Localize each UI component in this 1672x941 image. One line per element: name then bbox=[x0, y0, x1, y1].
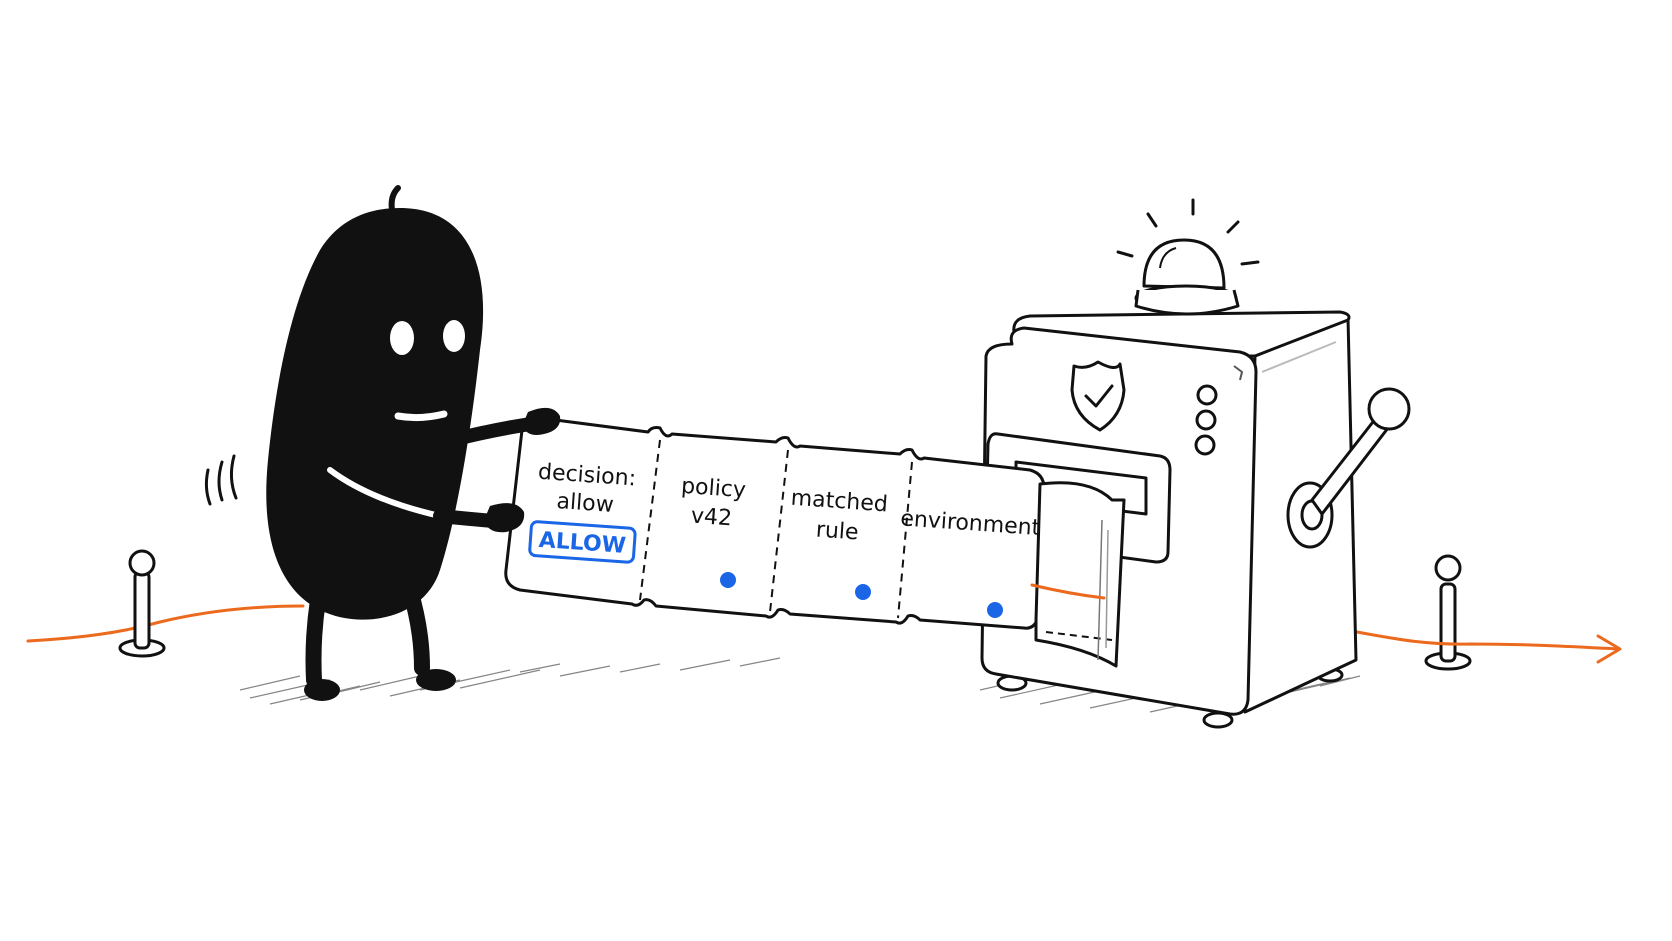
character-arm-front bbox=[327, 467, 443, 519]
character-leg bbox=[305, 592, 326, 688]
status-dot bbox=[720, 572, 736, 588]
character-antenna bbox=[388, 185, 401, 213]
stanchion-left bbox=[118, 549, 166, 658]
perforation bbox=[897, 461, 913, 619]
rope-through-machine bbox=[1030, 583, 1106, 600]
arrow-right-icon bbox=[1596, 634, 1622, 664]
character-hand bbox=[484, 503, 525, 533]
machine-button bbox=[1196, 384, 1218, 406]
character-eye bbox=[390, 321, 414, 355]
segment-label-line2: allow bbox=[556, 489, 615, 518]
character-hand bbox=[522, 407, 561, 435]
status-dot bbox=[987, 602, 1003, 618]
machine-button bbox=[1195, 409, 1217, 431]
alarm-rays bbox=[1116, 198, 1260, 266]
ticket-strip: decision: allow ALLOW policy v42 matched… bbox=[504, 415, 1126, 668]
segment-label-line1: policy bbox=[680, 474, 746, 503]
character-foot bbox=[416, 669, 456, 691]
motion-lines bbox=[204, 454, 238, 506]
rope-left bbox=[26, 604, 305, 643]
lever-knob bbox=[1367, 387, 1411, 431]
character bbox=[204, 185, 561, 701]
ticket-feed bbox=[1034, 481, 1126, 668]
character-mouth bbox=[394, 410, 448, 422]
allow-badge bbox=[528, 520, 637, 564]
stanchion-right bbox=[1424, 554, 1472, 671]
segment-label-line2: v42 bbox=[690, 504, 733, 532]
allow-badge-label: ALLOW bbox=[538, 528, 627, 559]
rope-right bbox=[1355, 630, 1620, 651]
machine-button bbox=[1194, 434, 1216, 456]
ticket-segment-policy: policy v42 bbox=[680, 474, 746, 532]
character-body bbox=[266, 208, 484, 620]
segment-label-line2: rule bbox=[815, 518, 859, 546]
shield-check-icon bbox=[1070, 360, 1126, 432]
status-dot bbox=[855, 584, 871, 600]
alarm-light-icon bbox=[1142, 238, 1226, 290]
character-foot bbox=[304, 679, 340, 701]
ticket-segment-decision: decision: allow ALLOW bbox=[528, 460, 637, 564]
character-eye bbox=[443, 320, 465, 352]
